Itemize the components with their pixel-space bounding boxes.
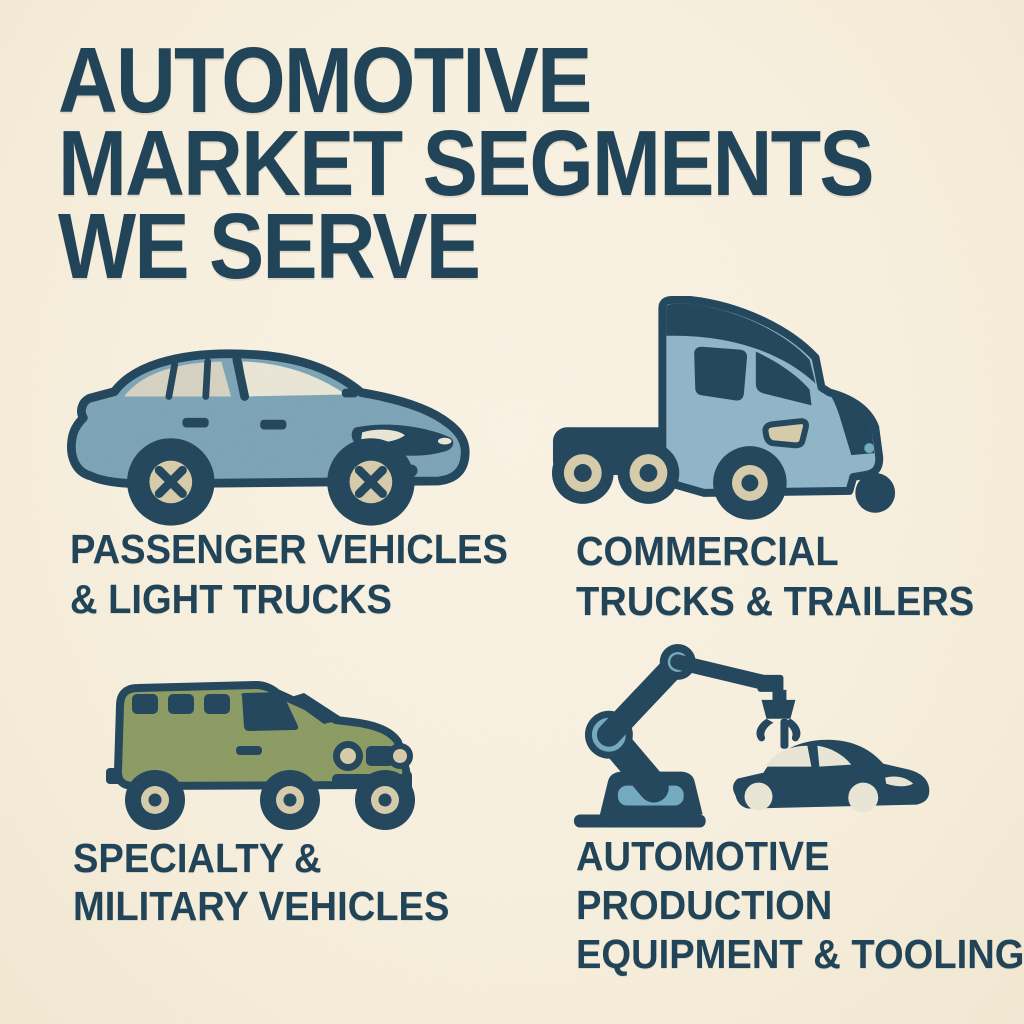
van-headlight-left [333, 741, 363, 771]
van-side-window-small-1 [132, 694, 158, 714]
semi-truck-icon [551, 295, 896, 520]
robot-arm-car-icon [573, 643, 930, 828]
sedan-front-wheel [327, 438, 415, 526]
truck-marker-light [762, 418, 809, 449]
page-title: AUTOMOTIVE MARKET SEGMENTS WE SERVE [58, 28, 974, 298]
truck-rear-wheel-1 [551, 442, 614, 504]
robot-arm-and-car-illustration [566, 636, 960, 835]
van-side-window-small-2 [168, 694, 194, 714]
truck-side-window [694, 346, 748, 401]
robot-gripper-pin [780, 718, 789, 749]
sedan-side-mirror [341, 388, 359, 398]
segment-label-line: TRUCKS & TRAILERS [576, 578, 975, 624]
robot-wrist [757, 674, 784, 692]
robot-gripper-neck [772, 689, 787, 701]
van-headlight-right [387, 743, 413, 769]
robot-gripper-body [761, 699, 796, 719]
segment-label-line: MILITARY VEHICLES [73, 883, 450, 929]
sedan-rear-wheel [127, 438, 215, 526]
robot-forearm [670, 654, 773, 691]
segment-label-line: & LIGHT TRUCKS [70, 576, 392, 622]
segment-label-line: PRODUCTION [576, 882, 833, 928]
title-line-3: WE SERVE [58, 194, 481, 298]
sedan-marker-light [437, 437, 452, 445]
semi-truck-illustration [545, 292, 913, 521]
van-rear-wheel [125, 770, 185, 830]
truck-headlight [864, 443, 875, 454]
robot-gripper-claw-left [756, 718, 774, 742]
segment-label-commercial: COMMERCIAL TRUCKS & TRAILERS [576, 526, 1004, 626]
military-van-illustration [96, 660, 428, 832]
robot-base-bar [573, 814, 706, 828]
segment-label-line: SPECIALTY & [73, 835, 322, 881]
segment-label-line: PASSENGER VEHICLES [70, 526, 508, 572]
car-wheel-cutout-rear [744, 782, 773, 811]
assembled-car-silhouette [733, 739, 930, 813]
military-van-icon [106, 681, 415, 830]
van-front-wheel [355, 770, 415, 830]
van-middle-wheel [260, 770, 320, 830]
van-door-handle [236, 746, 262, 755]
sedan-car-illustration [62, 344, 470, 531]
title-line-2: MARKET SEGMENTS [58, 111, 875, 215]
sedan-car-icon [67, 349, 470, 526]
segment-label-line: EQUIPMENT & TOOLING [576, 931, 1024, 977]
car-window-cutout-rear [765, 745, 812, 767]
truck-rear-wheel-2 [617, 442, 680, 504]
segment-label-line: AUTOMOTIVE [576, 833, 830, 879]
segment-label-line: COMMERCIAL [576, 528, 839, 574]
segment-label-passenger: PASSENGER VEHICLES & LIGHT TRUCKS [70, 524, 541, 624]
title-line-1: AUTOMOTIVE [58, 28, 592, 132]
segment-label-production: AUTOMOTIVE PRODUCTION EQUIPMENT & TOOLIN… [576, 832, 1024, 979]
car-wheel-cutout-front [848, 782, 879, 813]
van-side-window-small-3 [204, 694, 230, 714]
truck-front-wheel [713, 446, 787, 520]
sedan-door-handle-rear [182, 417, 209, 428]
sedan-door-handle-front [260, 419, 287, 430]
segment-label-specialty: SPECIALTY & MILITARY VEHICLES [73, 834, 478, 930]
